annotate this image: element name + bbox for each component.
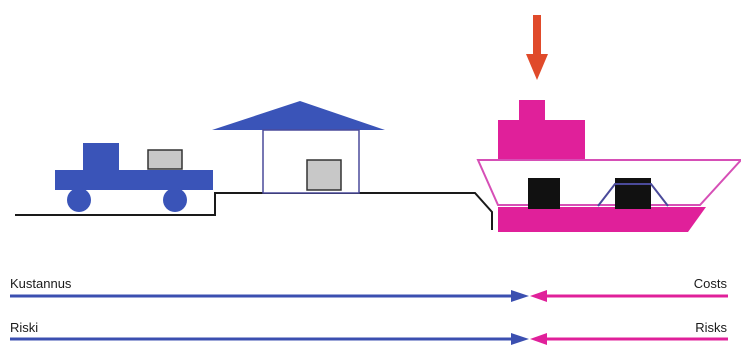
costs-label-english: Costs <box>693 276 727 291</box>
transfer-point-arrow-icon <box>526 15 548 80</box>
risks-label-finnish: Riski <box>10 320 39 335</box>
warehouse-icon <box>212 101 385 194</box>
costs-seller-arrow <box>10 290 529 302</box>
costs-buyer-arrow <box>530 290 728 302</box>
crane-sling <box>597 183 669 207</box>
ship-icon <box>476 100 741 232</box>
cargo-container <box>615 178 651 209</box>
warehouse-cargo-box <box>306 159 342 191</box>
risks-buyer-arrow <box>530 333 728 345</box>
costs-label-finnish: Kustannus <box>10 276 72 291</box>
truck-icon <box>55 143 213 212</box>
risks-label-english: Risks <box>695 320 727 335</box>
risks-seller-arrow <box>10 333 529 345</box>
cargo-container <box>528 178 560 209</box>
truck-cargo-box <box>147 149 183 170</box>
